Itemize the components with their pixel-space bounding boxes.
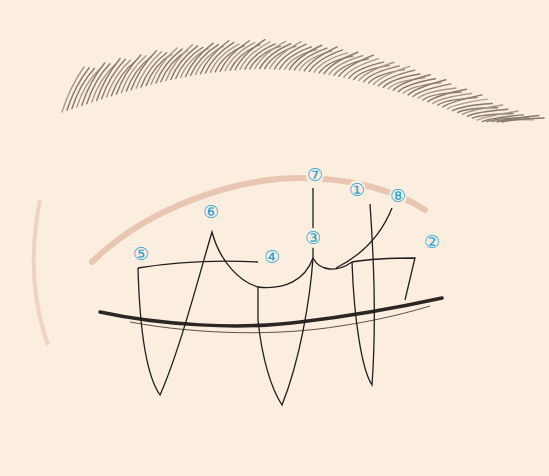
brow-hair	[131, 51, 156, 90]
lid-margin	[130, 306, 430, 333]
suture-line	[138, 261, 258, 268]
brow-hair	[215, 46, 244, 72]
brow-hair	[181, 49, 208, 78]
suture-loop	[352, 204, 374, 385]
callout-number: ②	[423, 232, 441, 252]
callout-number: ⑧	[389, 186, 407, 206]
callout-number: ⑤	[132, 244, 150, 264]
callout-number: ④	[263, 247, 281, 267]
brow-hair	[270, 42, 301, 69]
suture-lines	[138, 188, 415, 405]
brow-hair	[453, 103, 493, 110]
callout-number: ①	[348, 180, 366, 200]
brow-hair	[369, 70, 405, 84]
suture-line	[336, 208, 392, 268]
brow-hair	[230, 45, 260, 70]
brow-hair	[502, 118, 544, 122]
brow-hair	[289, 45, 321, 69]
brow-hair	[200, 41, 228, 74]
suture-line	[313, 258, 415, 300]
brow-hair	[250, 46, 281, 69]
face-contour	[34, 200, 48, 345]
callout-number: ⑥	[202, 202, 220, 222]
brow-hair	[235, 40, 265, 70]
brow-hair	[195, 46, 223, 74]
brow-hair	[364, 66, 400, 82]
lash-line	[100, 298, 442, 326]
eyebrow	[62, 40, 544, 122]
callout-number: ③	[304, 228, 322, 248]
brow-hair	[166, 45, 193, 81]
suture-loop	[138, 188, 313, 405]
brow-hair	[116, 55, 140, 94]
brow-hair	[408, 80, 446, 95]
callout-number: ⑦	[306, 165, 324, 185]
